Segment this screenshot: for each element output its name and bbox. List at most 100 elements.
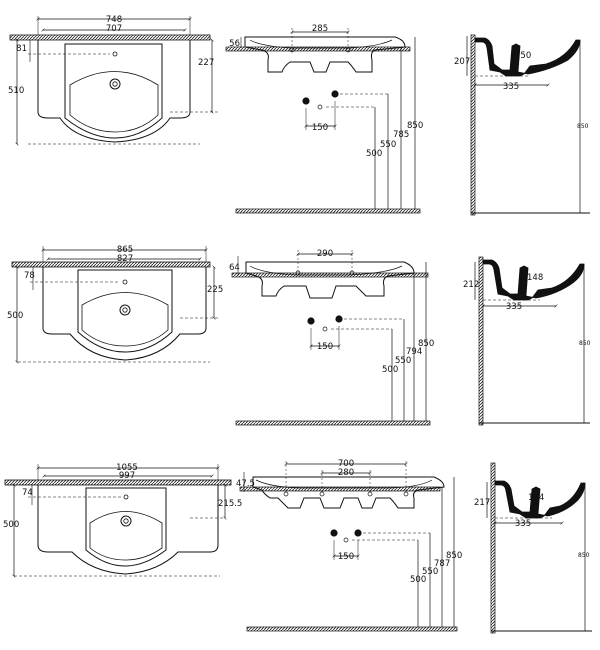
wall-hatch (478, 256, 484, 426)
countertop-hatch (9, 34, 211, 41)
basin-section (494, 480, 586, 519)
bowl-inner (81, 292, 169, 347)
label-inner-width: 707 (106, 24, 122, 34)
label-valve: 150 (338, 552, 354, 562)
bowl-outline (64, 43, 163, 139)
label-tap-offset: 74 (22, 488, 33, 498)
waste-outlet (343, 537, 349, 543)
bowl-inner (69, 71, 159, 133)
label-rim-height: 212 (463, 280, 479, 290)
tap-hole (122, 279, 128, 285)
countertop-hatch (239, 486, 441, 492)
front-view-2: 290 64 150 500 550 794 850 (229, 249, 434, 426)
countertop-hatch (225, 46, 411, 52)
valve-left (302, 97, 310, 105)
label-projection: 335 (515, 519, 531, 529)
label-bowl: 215.5 (218, 499, 242, 509)
row-3: 1055 997 74 500 215.5 700 280 (3, 459, 592, 634)
label-floor-b: 550 (422, 567, 438, 577)
label-floor-b: 550 (380, 140, 396, 150)
label-rim: 64 (229, 263, 240, 273)
label-depth: 500 (3, 520, 19, 530)
top-view-2: 865 827 78 500 225 (7, 245, 223, 362)
label-floor-d: 850 (418, 339, 434, 349)
label-height: 850 (578, 552, 590, 559)
label-floor-c: 785 (393, 130, 409, 140)
waste-outlet (322, 326, 328, 332)
waste-outlet (317, 104, 323, 110)
drain (109, 78, 121, 90)
label-tap-offset: 81 (16, 44, 27, 54)
label-floor-c: 794 (406, 347, 422, 357)
valve-right (335, 315, 343, 323)
floor-hatch (246, 626, 458, 632)
valve-right (354, 529, 362, 537)
drain-inner (112, 81, 118, 87)
label-valve: 150 (317, 342, 333, 352)
front-view-1: 285 56 150 500 550 785 850 (225, 24, 423, 214)
label-overall-width: 748 (106, 15, 122, 25)
drain (119, 304, 131, 316)
label-floor-b: 550 (395, 356, 411, 366)
wall-hatch (470, 34, 476, 216)
top-view-3: 1055 997 74 500 215.5 (3, 463, 242, 576)
wall-hatch (490, 462, 496, 634)
label-overall-width: 1055 (116, 463, 138, 473)
top-view-1: 748 707 81 510 227 (8, 15, 218, 144)
bowl-outline (85, 487, 167, 567)
label-rim: 56 (229, 39, 240, 49)
basin-outline (42, 267, 207, 361)
label-rim-height: 217 (474, 498, 490, 508)
label-holes-outer: 700 (338, 459, 354, 469)
label-depth: 500 (7, 311, 23, 321)
label-inner-width: 997 (119, 471, 135, 481)
side-view-2: 212 148 335 850 (463, 256, 591, 426)
row-1: 748 707 81 510 227 285 56 (8, 15, 590, 216)
label-holes: 280 (338, 468, 354, 478)
label-bowl: 227 (198, 58, 214, 68)
basin-outline (37, 485, 219, 575)
label-overall-width: 865 (117, 245, 133, 255)
label-bowl: 225 (207, 285, 223, 295)
basin-outline (37, 40, 191, 143)
label-depth: 510 (8, 86, 24, 96)
label-inner: 150 (515, 51, 531, 61)
drain (120, 515, 132, 527)
label-height: 850 (577, 123, 589, 130)
basin-section (482, 259, 585, 301)
basin-rim-line (249, 265, 403, 276)
valve-left (307, 317, 315, 325)
label-floor-d: 850 (407, 121, 423, 131)
countertop-hatch (4, 479, 232, 486)
basin-rim-line (249, 39, 393, 49)
countertop-hatch (11, 261, 211, 268)
side-view-1: 207 150 335 850 (454, 34, 590, 216)
label-inner: 148 (527, 273, 543, 283)
label-holes: 285 (312, 24, 328, 34)
label-inner-width: 827 (117, 254, 133, 264)
tap-hole-outer-right (403, 491, 409, 497)
label-height: 850 (579, 340, 591, 347)
label-floor-d: 850 (446, 551, 462, 561)
label-floor-c: 787 (434, 559, 450, 569)
label-floor-a: 500 (382, 365, 398, 375)
drain-inner (122, 307, 128, 313)
label-valve: 150 (312, 123, 328, 133)
basin-rim-line (255, 479, 433, 489)
label-rim-height: 207 (454, 57, 470, 67)
side-view-3: 217 154 335 850 (474, 462, 592, 634)
basin-front (252, 476, 445, 509)
tap-hole-right (367, 491, 373, 497)
basin-section (474, 37, 581, 77)
valve-right (331, 90, 339, 98)
floor-hatch (235, 420, 431, 426)
label-floor-a: 500 (366, 149, 382, 159)
basin-front (245, 261, 415, 299)
bowl-inner (89, 511, 163, 561)
tap-hole-right (345, 47, 351, 53)
tap-hole-outer-left (283, 491, 289, 497)
label-floor-a: 500 (410, 575, 426, 585)
label-projection: 335 (503, 82, 519, 92)
